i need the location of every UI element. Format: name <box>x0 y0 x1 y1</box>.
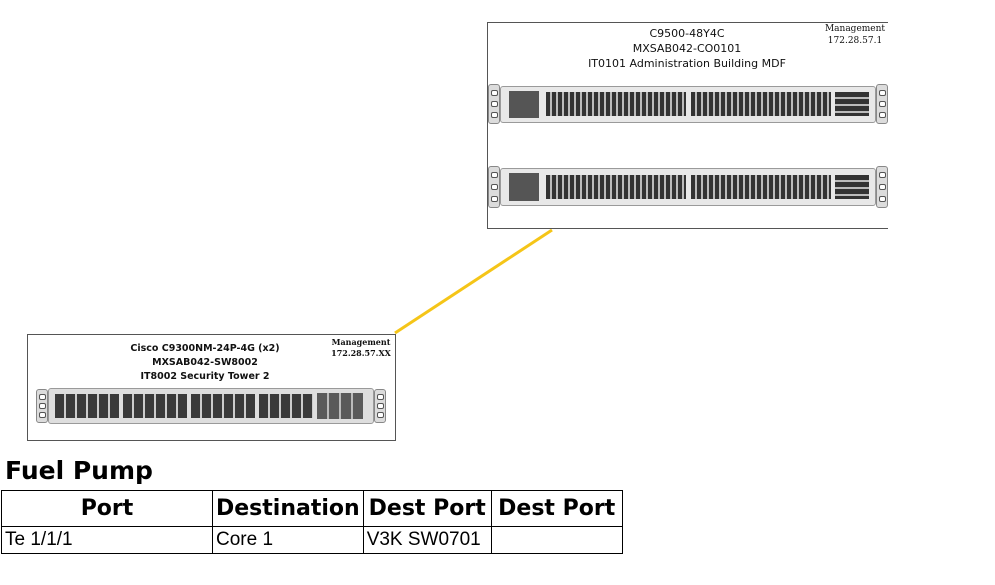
access-switch-model: Cisco C9300NM-24P-4G (x2) <box>130 343 280 354</box>
access-switch-location: IT8002 Security Tower 2 <box>140 371 270 382</box>
sfp-port-bank-1 <box>546 175 686 199</box>
core-switch-hostname: MXSAB042-CO0101 <box>632 42 742 55</box>
cell-destination: Core 1 <box>212 526 364 554</box>
table-row: Te 1/1/1 Core 1 V3K SW0701 <box>1 526 623 554</box>
rj45-port-bank-1 <box>55 394 119 418</box>
rack-ear-right <box>374 389 386 423</box>
access-management-label: Management <box>331 337 391 347</box>
access-management-ip: 172.28.57.XX <box>331 348 391 358</box>
column-header-destination: Destination <box>212 490 364 527</box>
cell-port: Te 1/1/1 <box>1 526 213 554</box>
port-mapping-table: Port Destination Dest Port Dest Port Te … <box>1 490 623 554</box>
rj45-port-bank-2 <box>123 394 187 418</box>
uplink-module <box>317 393 363 419</box>
qsfp-port-bank <box>835 92 869 116</box>
cell-dest-port: V3K SW0701 <box>362 526 492 554</box>
core-switch-unit-2 <box>500 168 876 206</box>
qsfp-port-bank <box>835 175 869 199</box>
console-module <box>509 91 539 118</box>
rj45-port-bank-4 <box>259 394 313 418</box>
uplink-line <box>394 228 553 335</box>
core-management-ip: 172.28.57.1 <box>827 36 883 46</box>
column-header-dest-port-2: Dest Port <box>490 490 623 527</box>
rack-ear-right <box>876 84 888 124</box>
column-header-port: Port <box>1 490 213 527</box>
section-heading: Fuel Pump <box>5 456 153 485</box>
rack-ear-left <box>488 166 500 208</box>
sfp-port-bank-2 <box>691 175 831 199</box>
access-switch-unit <box>48 388 374 424</box>
core-switch-unit-1 <box>500 86 876 123</box>
console-module <box>509 173 539 201</box>
core-management-label: Management <box>824 24 886 34</box>
core-switch-location: IT0101 Administration Building MDF <box>588 57 786 70</box>
cell-dest-port-2 <box>490 526 623 554</box>
rack-ear-left <box>488 84 500 124</box>
rj45-port-bank-3 <box>191 394 255 418</box>
rack-ear-right <box>876 166 888 208</box>
core-switch-model: C9500-48Y4C <box>649 27 725 40</box>
access-switch-hostname: MXSAB042-SW8002 <box>152 357 258 368</box>
sfp-port-bank-1 <box>546 92 686 116</box>
column-header-dest-port: Dest Port <box>362 490 492 527</box>
rack-ear-left <box>36 389 48 423</box>
table-header-row: Port Destination Dest Port Dest Port <box>1 490 623 527</box>
sfp-port-bank-2 <box>691 92 831 116</box>
